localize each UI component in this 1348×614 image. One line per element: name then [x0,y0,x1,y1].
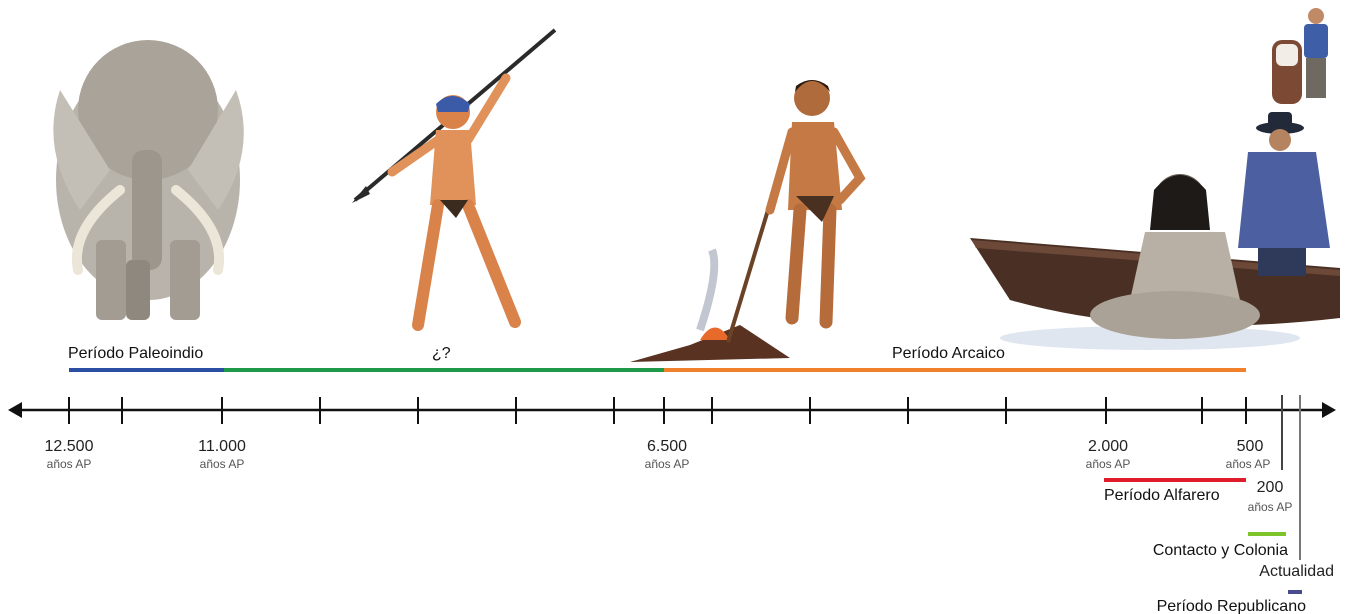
tick-unit-6500: años AP [645,457,690,471]
period-label-arcaico: Período Arcaico [892,345,1005,362]
mammoth-illustration [53,40,243,320]
period-label-republicano: Período Republicano [1157,598,1307,614]
cow-illustration [1272,40,1302,104]
axis-arrow-right [1322,402,1336,418]
tick-label-6500: 6.500 [647,438,687,455]
tick-label-500: 500 [1237,438,1264,455]
period-label-unknown: ¿? [432,345,451,362]
period-label-contacto: Contacto y Colonia [1153,542,1288,559]
campfire-illustration [630,250,790,362]
spear-hunter-illustration [352,30,555,325]
tick-unit-2000: años AP [1086,457,1131,471]
period-label-paleoindio: Período Paleoindio [68,345,203,362]
tick-label-11000: 11.000 [198,438,246,455]
tick-unit-12500: años AP [47,457,92,471]
tick-unit-11000: años AP [200,457,245,471]
tick-unit-200: años AP [1248,500,1293,514]
tick-label-200: 200 [1257,479,1284,496]
timeline-axis [8,395,1336,560]
tick-label-12500: 12.500 [45,438,94,455]
tick-unit-500: años AP [1226,457,1271,471]
axis-arrow-left [8,402,22,418]
woman-with-stick-illustration [728,80,860,342]
period-label-alfarero: Período Alfarero [1104,487,1220,504]
tick-label-2000: 2.000 [1088,438,1128,455]
tick-label-actualidad: Actualidad [1259,563,1334,580]
